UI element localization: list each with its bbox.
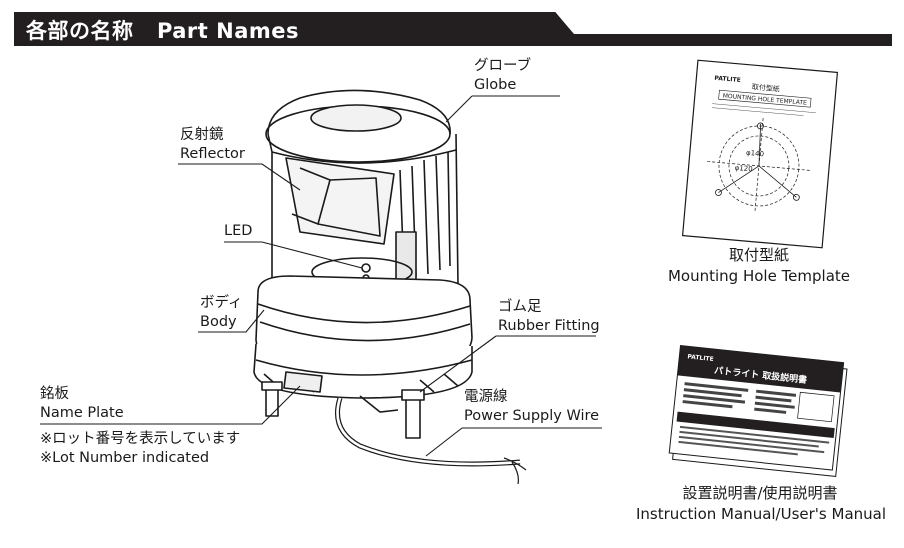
leader-body [198,309,265,333]
title-en: Part Names [156,19,300,43]
page-title: 各部の名称 Part Names [26,15,299,45]
label-name-plate: 銘板 Name Plate [40,386,124,421]
globe-top-window [310,104,402,132]
globe-top-rim [267,89,451,135]
template-caption: 取付型紙 Mounting Hole Template [667,246,851,285]
leader-rubber [419,335,596,393]
leader-led [224,241,363,269]
led-module [395,231,417,283]
leader-reflector [178,163,301,191]
leader-globe [445,95,560,123]
lot-number-note: ※ロット番号を表示しています ※Lot Number indicated [40,431,241,466]
label-globe: グローブ Globe [474,58,532,93]
leader-wire [425,427,602,457]
leader-nameplate [40,385,301,425]
title-ja: 各部の名称 [26,19,134,43]
label-reflector: 反射鏡 Reflector [180,127,245,162]
manual-caption: 設置説明書/使用説明書 Instruction Manual/User's Ma… [636,484,887,523]
section-header: 各部の名称 Part Names [14,12,892,46]
label-body: ボディ Body [200,295,243,330]
bolt-right [405,395,421,439]
label-led: LED [224,223,253,239]
base-ring [253,343,473,399]
name-plate [283,371,323,393]
label-power-supply-wire: 電源線 Power Supply Wire [464,389,600,424]
header-bar-shape [14,12,892,46]
led [361,263,371,273]
label-rubber-fitting: ゴム足 Rubber Fitting [498,299,600,334]
